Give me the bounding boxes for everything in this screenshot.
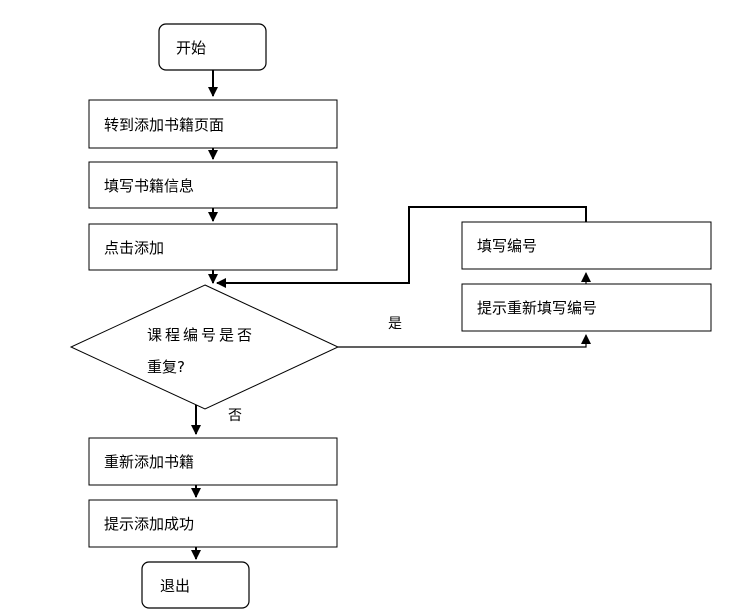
prompt-refill-id-node: 提示重新填写编号 [461, 283, 712, 332]
goto-add-page-node: 转到添加书籍页面 [88, 99, 338, 149]
fill-id-node: 填写编号 [461, 221, 712, 270]
arrow-decision-yes [338, 334, 591, 348]
goto-add-page-label: 转到添加书籍页面 [104, 116, 224, 134]
add-success-label: 提示添加成功 [104, 515, 194, 533]
decision-node: 课程编号是否 重复? [69, 284, 340, 410]
exit-label: 退出 [160, 577, 190, 595]
re-add-book-node: 重新添加书籍 [88, 437, 338, 486]
add-success-node: 提示添加成功 [88, 499, 338, 548]
fill-book-info-node: 填写书籍信息 [88, 161, 338, 209]
no-label: 否 [228, 408, 242, 424]
decision-label-line2: 重复? [147, 358, 185, 376]
re-add-book-label: 重新添加书籍 [104, 453, 194, 471]
yes-label: 是 [388, 316, 402, 332]
fill-id-label: 填写编号 [477, 237, 537, 255]
exit-node: 退出 [141, 561, 250, 609]
start-node: 开始 [158, 23, 267, 71]
fill-book-info-label: 填写书籍信息 [104, 177, 194, 195]
prompt-refill-id-label: 提示重新填写编号 [477, 299, 597, 317]
arrow-fill-id-loop-back [216, 206, 587, 288]
click-add-node: 点击添加 [88, 223, 338, 271]
decision-label-line1: 课程编号是否 [147, 326, 255, 344]
start-label: 开始 [176, 39, 206, 57]
click-add-label: 点击添加 [104, 239, 164, 257]
